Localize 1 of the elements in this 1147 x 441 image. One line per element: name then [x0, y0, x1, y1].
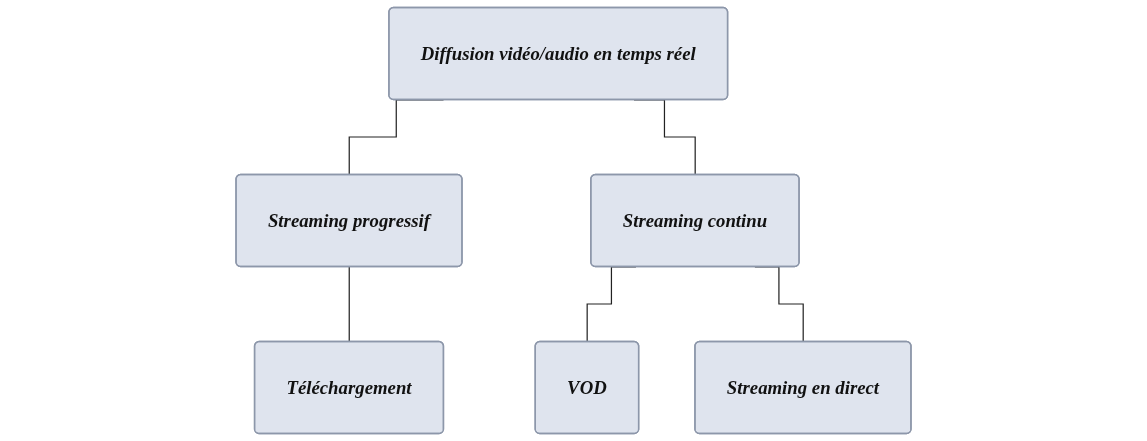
connector: [348, 266, 351, 343]
